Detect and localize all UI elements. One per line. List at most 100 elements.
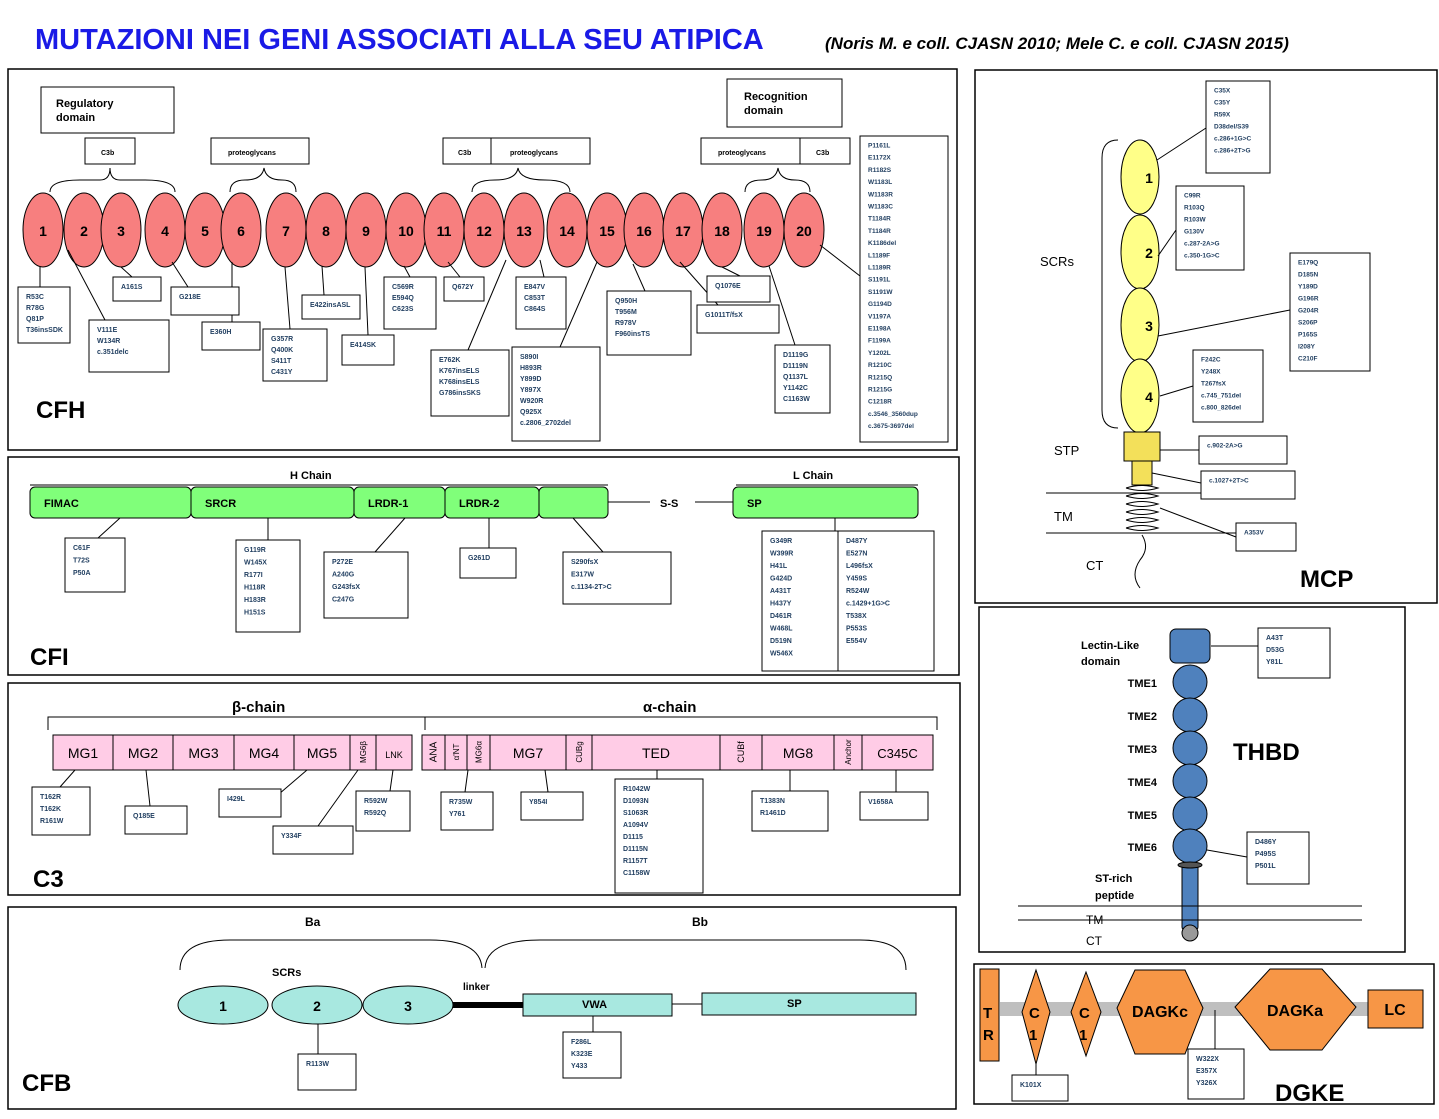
mcp-scrs-brace [1101,139,1119,429]
cfh-scr-20 [783,192,825,268]
mcp-tm-coil [1125,485,1160,531]
cfb-ba-label: Ba [305,915,321,929]
cfi-mutation-2-box [235,539,301,633]
cfh-mutation-8: E414SK [341,334,395,366]
cfh-wire-10 [447,261,461,278]
citation: (Noris M. e coll. CJASN 2010; Mele C. e … [825,34,1289,53]
cfi-mutation-7-box [837,530,935,672]
cfh-proteoglycans-box-3 [700,137,801,165]
thbd-tme-label-1: TME1 [1128,678,1157,690]
c3-mutation-7-box [520,791,584,821]
mcp-scr-3 [1120,287,1160,363]
cfh-scr-label-7: 7 [282,223,290,239]
c3-domain-label-15: MG8 [783,745,814,761]
mcp-wire-4 [1159,385,1194,397]
dgke-lc-domain [1367,989,1424,1029]
c3-mutation-8-box [614,778,704,894]
c3-domain-13 [591,734,721,771]
cfh-mutation-15-text: G1011T/fsX [705,312,743,319]
mcp-scr-4 [1120,358,1160,434]
cfh-scr-label-1: 1 [39,223,47,239]
c3-chain-bracket [47,716,938,730]
cfi-mutation-5-box [562,551,672,605]
cfi-mutation-6-box [761,530,839,672]
dgke-mutation-1-box [1011,1074,1069,1102]
thbd-mutation-2-box [1246,831,1310,885]
cfb-sp-label: SP [787,998,802,1010]
cfh-mutation-16: Q1076E [706,275,771,303]
mcp-stp-domain [1123,431,1161,462]
c3-wire-2 [145,769,151,807]
c3-domain-label-3: MG3 [188,745,219,761]
c3-wire-5 [389,769,394,792]
cfb-scr-label-2: 2 [313,998,321,1014]
c3-domain-label-13: TED [642,745,670,761]
cfh-c3b-label-3: C3b [816,150,829,157]
c3-domain-label-16: Anchor [844,739,853,765]
cfi-wire-5 [572,517,604,553]
mcp-mutation-4-box [1192,349,1264,423]
thbd-tme-1 [1172,664,1208,700]
cfi-ss-label: S-S [660,498,678,510]
cfb-bb-label: Bb [692,915,708,929]
thbd-tme-label-2: TME2 [1128,711,1157,723]
cfh-scr-label-20: 20 [796,223,812,239]
cfh-wire-4 [171,261,189,288]
c3-mutation-10-text: V1658A [868,799,893,806]
mcp-panel [974,69,1438,604]
dgke-mutation-1-text: K101X [1020,1082,1042,1089]
cfi-domain-6 [732,486,919,519]
c3-alpha-chain-label: α-chain [643,699,696,716]
cfi-mutation-4-text: G261D [468,555,490,562]
c3-mutation-7-text: Y854I [529,799,547,806]
cfh-mutation-5: E360H [201,321,261,351]
cfh-mutation-3-text: A161S [121,284,143,291]
cfh-mutation-4-box [170,286,240,316]
dgke-dagkc-domain [1116,969,1204,1055]
cfh-scr-label-19: 19 [756,223,772,239]
c3-mutation-4: Y334F [272,825,354,855]
cfh-mutation-7: E422insASL [301,294,361,320]
dgke-c1-domain-2 [1070,970,1102,1058]
cfh-connector-lines [39,244,861,351]
c3-domain-label-2: MG2 [128,745,159,761]
mcp-mutation-6: c.1027+2T>C [1200,470,1296,500]
cfb-sp-domain [701,992,917,1016]
c3-mutation-1-box [31,786,91,836]
thbd-wire-2 [1206,849,1248,858]
cfb-scr-3 [362,985,454,1025]
cfh-mutation-3: A161S [112,276,162,302]
cfh-scr-label-2: 2 [80,223,88,239]
thbd-tme-5 [1172,796,1208,832]
cfh-proteoglycans-label-2: proteoglycans [510,150,558,157]
c3-mutation-10-box [859,791,929,821]
mcp-tm-label: TM [1054,509,1073,524]
cfb-scrs-label: SCRs [272,967,301,979]
c3-domain-label-9: α'NT [452,743,461,760]
cfb-ba-brace [179,939,483,971]
